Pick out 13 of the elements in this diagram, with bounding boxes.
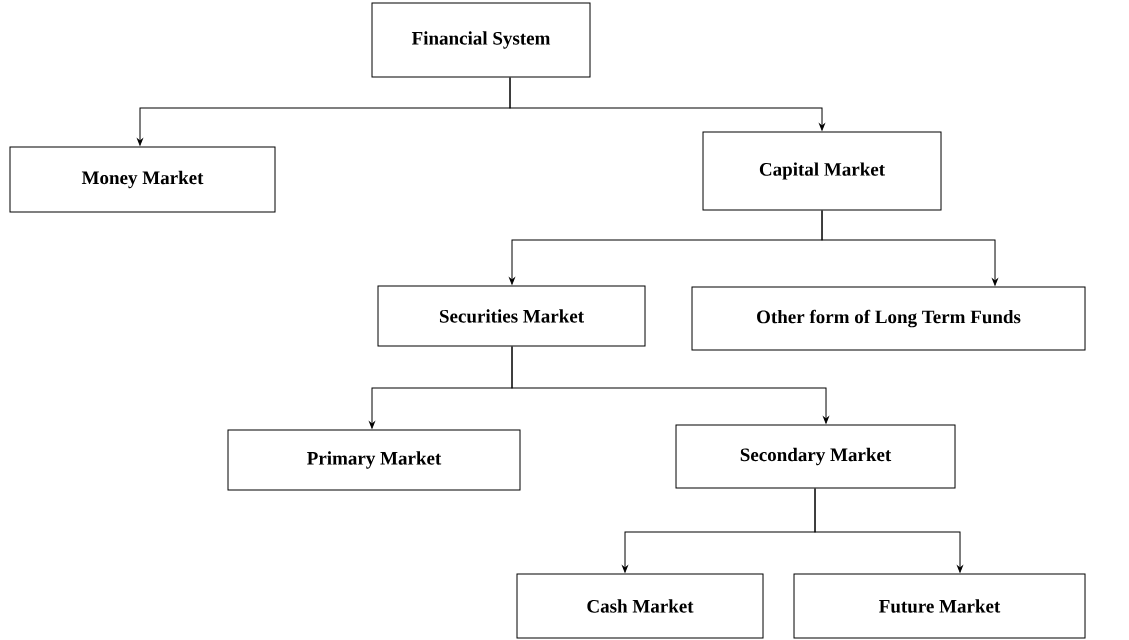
- market-box: Other form of Long Term Funds: [691, 286, 1086, 351]
- market-box: Primary Market: [227, 429, 521, 491]
- market-box: Cash Market: [516, 573, 764, 639]
- arrow: [511, 346, 829, 424]
- market-box: Future Market: [793, 573, 1086, 639]
- arrow: [814, 488, 963, 573]
- market-box: Financial System: [371, 2, 591, 78]
- market-box: Secondary Market: [675, 424, 956, 489]
- arrow: [821, 210, 998, 286]
- market-box: Capital Market: [702, 131, 942, 211]
- arrow: [509, 77, 825, 131]
- market-box: Money Market: [9, 146, 276, 213]
- market-box: Securities Market: [377, 285, 646, 347]
